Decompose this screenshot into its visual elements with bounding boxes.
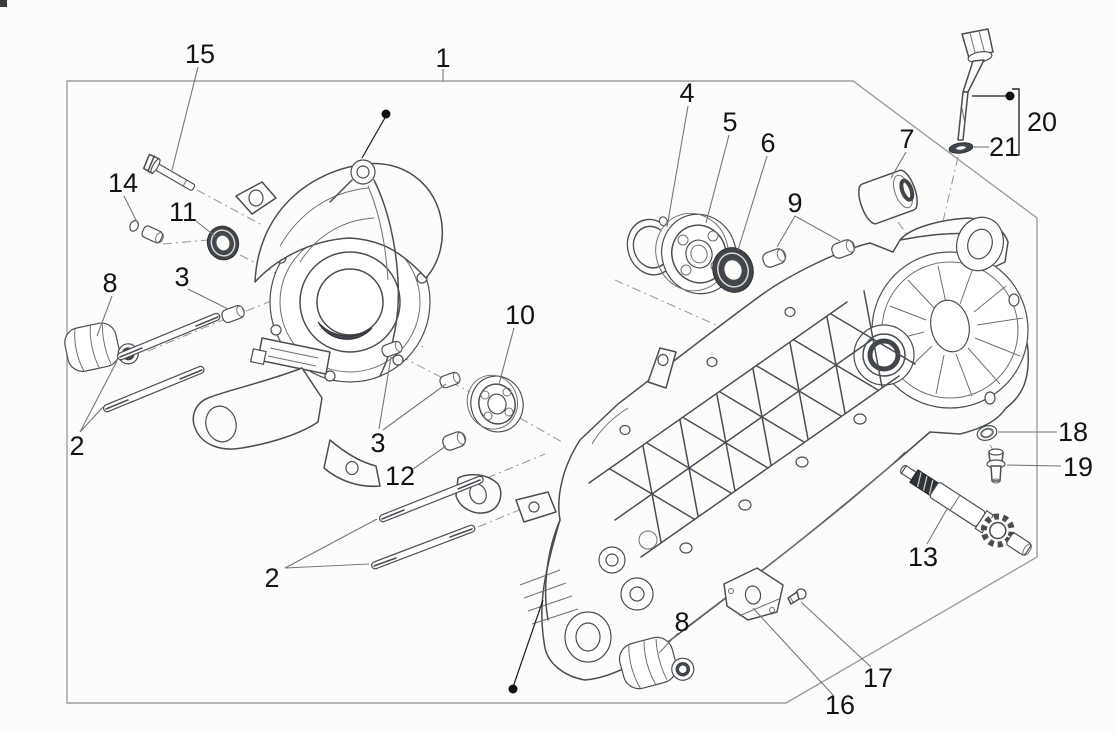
part-washer-21 [948, 142, 974, 154]
part-dowel-3a [221, 304, 245, 324]
callout-2-lower: 2 [264, 563, 279, 593]
part-screw-17 [787, 588, 807, 605]
crankcase-half-right [515, 216, 1030, 681]
crankcase-half-left [192, 159, 502, 514]
callout-21: 21 [989, 132, 1019, 162]
part-bolt-15 [142, 153, 196, 191]
part-dowel-3b2 [439, 371, 461, 389]
callout-11: 11 [169, 197, 197, 227]
part-pin-14 [129, 220, 164, 244]
callout-15: 15 [185, 39, 215, 69]
part-bushing-9b [831, 239, 856, 259]
part-bolt-19 [986, 448, 1006, 484]
part-seal-6 [712, 247, 754, 293]
part-washer-18 [976, 425, 998, 441]
callout-5: 5 [722, 107, 737, 137]
callout-20: 20 [1027, 107, 1057, 137]
sump-ribs [519, 569, 579, 625]
callout-10: 10 [505, 300, 535, 330]
reference-dot-bottom [508, 599, 544, 694]
callout-1: 1 [435, 43, 450, 73]
callout-3-mid: 3 [370, 428, 385, 458]
callout-18: 18 [1058, 417, 1088, 447]
leader-lines [79, 66, 1062, 696]
callout-3-upper: 3 [174, 262, 189, 292]
part-dipstick-20 [957, 28, 994, 141]
callout-9: 9 [787, 188, 802, 218]
part-studs-2-upper [102, 312, 221, 413]
flange-ear-holes [619, 306, 867, 554]
callout-17: 17 [863, 663, 893, 693]
figure-border [66, 80, 1038, 704]
reference-dot-top [361, 109, 391, 159]
part-dowel-3b1 [381, 340, 403, 358]
part-bracket-16 [723, 567, 784, 621]
callout-8-bottom: 8 [674, 607, 689, 637]
part-bearing-10 [466, 374, 524, 433]
callout-19: 19 [1063, 452, 1093, 482]
callout-8-left: 8 [102, 268, 117, 298]
part-seal-11 [206, 225, 240, 261]
lattice-ribs [588, 290, 916, 558]
part-bushing-9a [762, 248, 787, 268]
group-bracket-20 [1012, 88, 1020, 156]
part-bushing-12 [442, 431, 467, 451]
part-roller-7 [858, 169, 918, 225]
callout-labels: 1 15 14 11 8 3 2 10 3 12 2 4 5 6 9 7 20 … [69, 39, 1093, 720]
callout-12: 12 [385, 461, 415, 491]
callout-13: 13 [908, 542, 938, 572]
corner-artifact [0, 0, 7, 7]
callout-4: 4 [679, 78, 694, 108]
part-shaft-13 [900, 464, 1032, 556]
callout-2-upper: 2 [69, 431, 84, 461]
part-studs-2-lower [370, 475, 484, 570]
callout-16: 16 [825, 690, 855, 720]
callout-14: 14 [108, 168, 138, 198]
callout-6: 6 [760, 128, 775, 158]
callout-7: 7 [899, 124, 914, 154]
reference-dot-dipstick [972, 91, 1015, 101]
